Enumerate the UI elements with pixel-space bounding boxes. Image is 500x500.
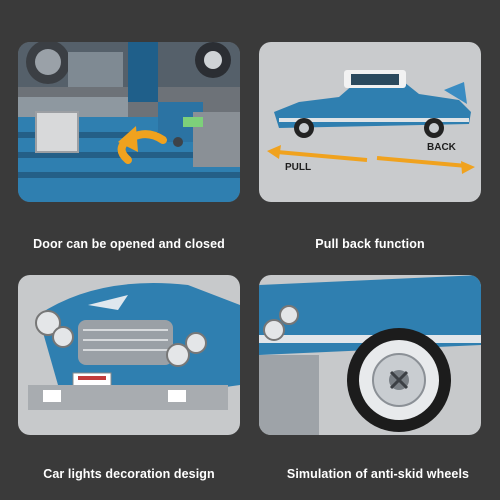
pull-back-photo-panel: PULL BACK [259,42,481,202]
pull-back-photo: PULL BACK [259,42,481,202]
car-model-side [274,70,471,138]
wheel-icon [347,328,451,432]
car-front-lights-photo [18,275,240,435]
pull-back-caption: Pull back function [315,237,425,251]
wheels-photo-panel [259,275,481,435]
door-opening-photo [18,42,240,202]
pull-arrow-icon [267,145,368,162]
pull-label: PULL [285,162,311,173]
back-label: BACK [427,142,457,153]
rotate-arrow-icon [117,126,167,164]
headlight-icon [263,305,299,341]
door-caption: Door can be opened and closed [33,237,225,251]
anti-skid-wheel-photo [259,275,481,435]
wheels-caption: Simulation of anti-skid wheels [286,467,470,481]
headlight-icon [35,310,207,367]
lights-caption: Car lights decoration design [43,467,215,481]
back-arrow-icon [376,156,475,174]
door-photo-panel [18,42,240,202]
lights-photo-panel [18,275,240,435]
